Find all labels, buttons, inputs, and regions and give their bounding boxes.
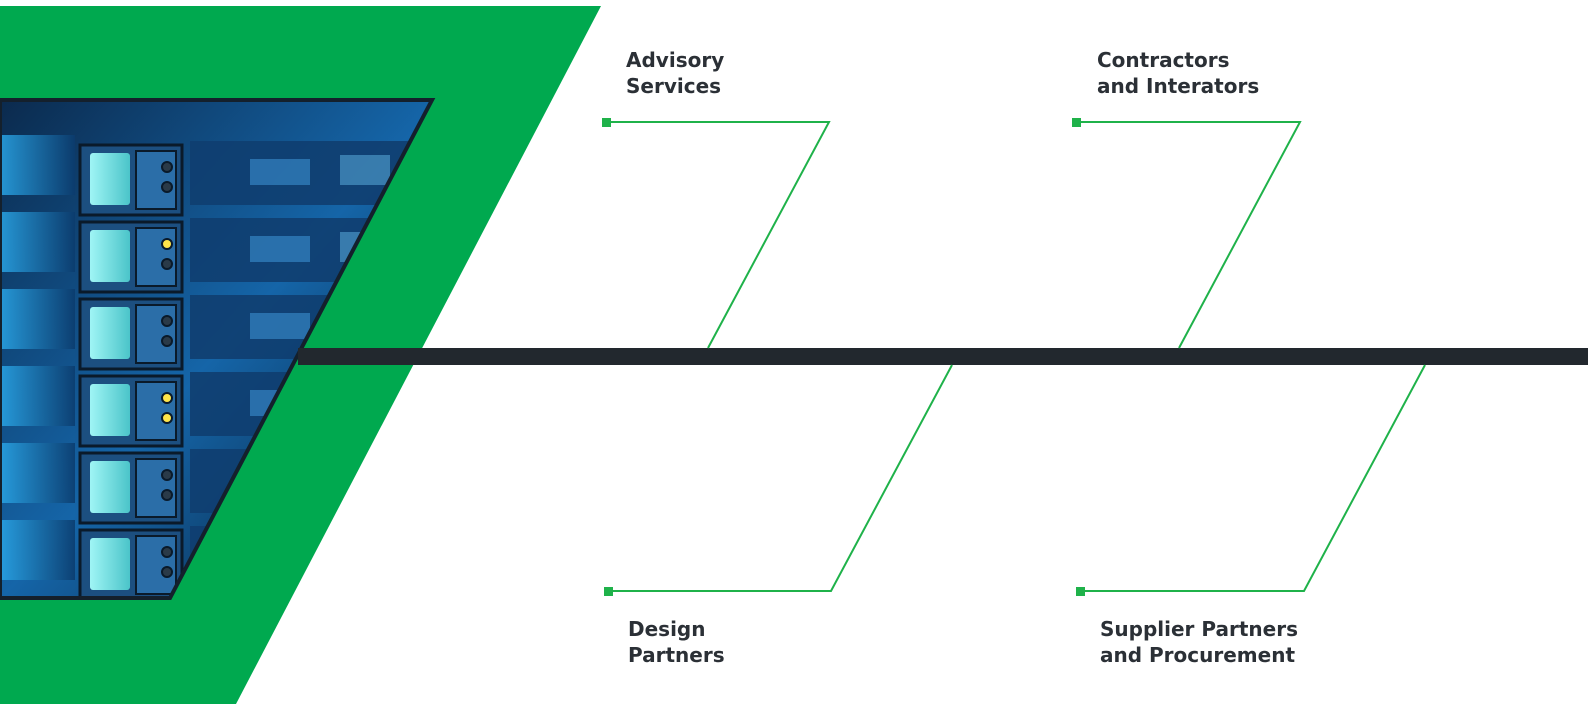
status-led <box>161 412 173 424</box>
drive-slot <box>90 153 130 205</box>
status-led <box>161 315 173 327</box>
server-bay-left <box>0 443 75 503</box>
drive-panel <box>135 227 177 287</box>
label-line: Contractors <box>1097 48 1230 72</box>
vent-grille <box>250 159 310 185</box>
label-advisory-services: Advisory Services <box>626 47 724 99</box>
vent-grille <box>340 540 390 570</box>
status-led <box>161 258 173 270</box>
status-led <box>161 489 173 501</box>
connector-node-marker <box>1072 118 1081 127</box>
drive-slot <box>90 230 130 282</box>
vent-grille <box>340 155 390 185</box>
drive-slot <box>90 461 130 513</box>
status-led <box>161 566 173 578</box>
vent-grille <box>250 236 310 262</box>
server-bay-left <box>0 366 75 426</box>
photo-frame <box>0 98 436 600</box>
connector-node-marker <box>602 118 611 127</box>
status-led <box>161 469 173 481</box>
drive-slot <box>90 384 130 436</box>
status-led <box>161 546 173 558</box>
connector-design <box>604 364 953 596</box>
server-bay-left <box>0 135 75 195</box>
server-bay-left <box>0 212 75 272</box>
connector-node-marker <box>1076 587 1085 596</box>
label-line: Supplier Partners <box>1100 617 1298 641</box>
connector-contractors <box>1072 118 1302 349</box>
label-design-partners: Design Partners <box>628 616 725 668</box>
vent-grille <box>250 313 310 339</box>
server-bay-left <box>0 289 75 349</box>
drive-slot <box>90 307 130 359</box>
drive-panel <box>135 304 177 364</box>
drive-panel <box>135 535 177 595</box>
status-led <box>161 161 173 173</box>
drive-panel <box>135 381 177 441</box>
drive-slot <box>90 538 130 590</box>
label-line: Design <box>628 617 706 641</box>
label-supplier-partners: Supplier Partners and Procurement <box>1100 616 1298 668</box>
label-line: Services <box>626 74 722 98</box>
label-line: Advisory <box>626 48 725 72</box>
status-led <box>161 238 173 250</box>
label-line: Partners <box>628 643 725 667</box>
connector-advisory <box>602 118 831 349</box>
label-contractors-integrators: Contractors and Interators <box>1097 47 1259 99</box>
connector-supplier <box>1076 364 1426 596</box>
drive-panel <box>135 458 177 518</box>
label-line: and Interators <box>1097 74 1260 98</box>
connector-node-marker <box>604 587 613 596</box>
server-bay-left <box>0 520 75 580</box>
status-led <box>161 392 173 404</box>
label-line: and Procurement <box>1100 643 1295 667</box>
status-led <box>161 335 173 347</box>
diagram-spine <box>298 348 1588 365</box>
drive-panel <box>135 150 177 210</box>
status-led <box>161 181 173 193</box>
